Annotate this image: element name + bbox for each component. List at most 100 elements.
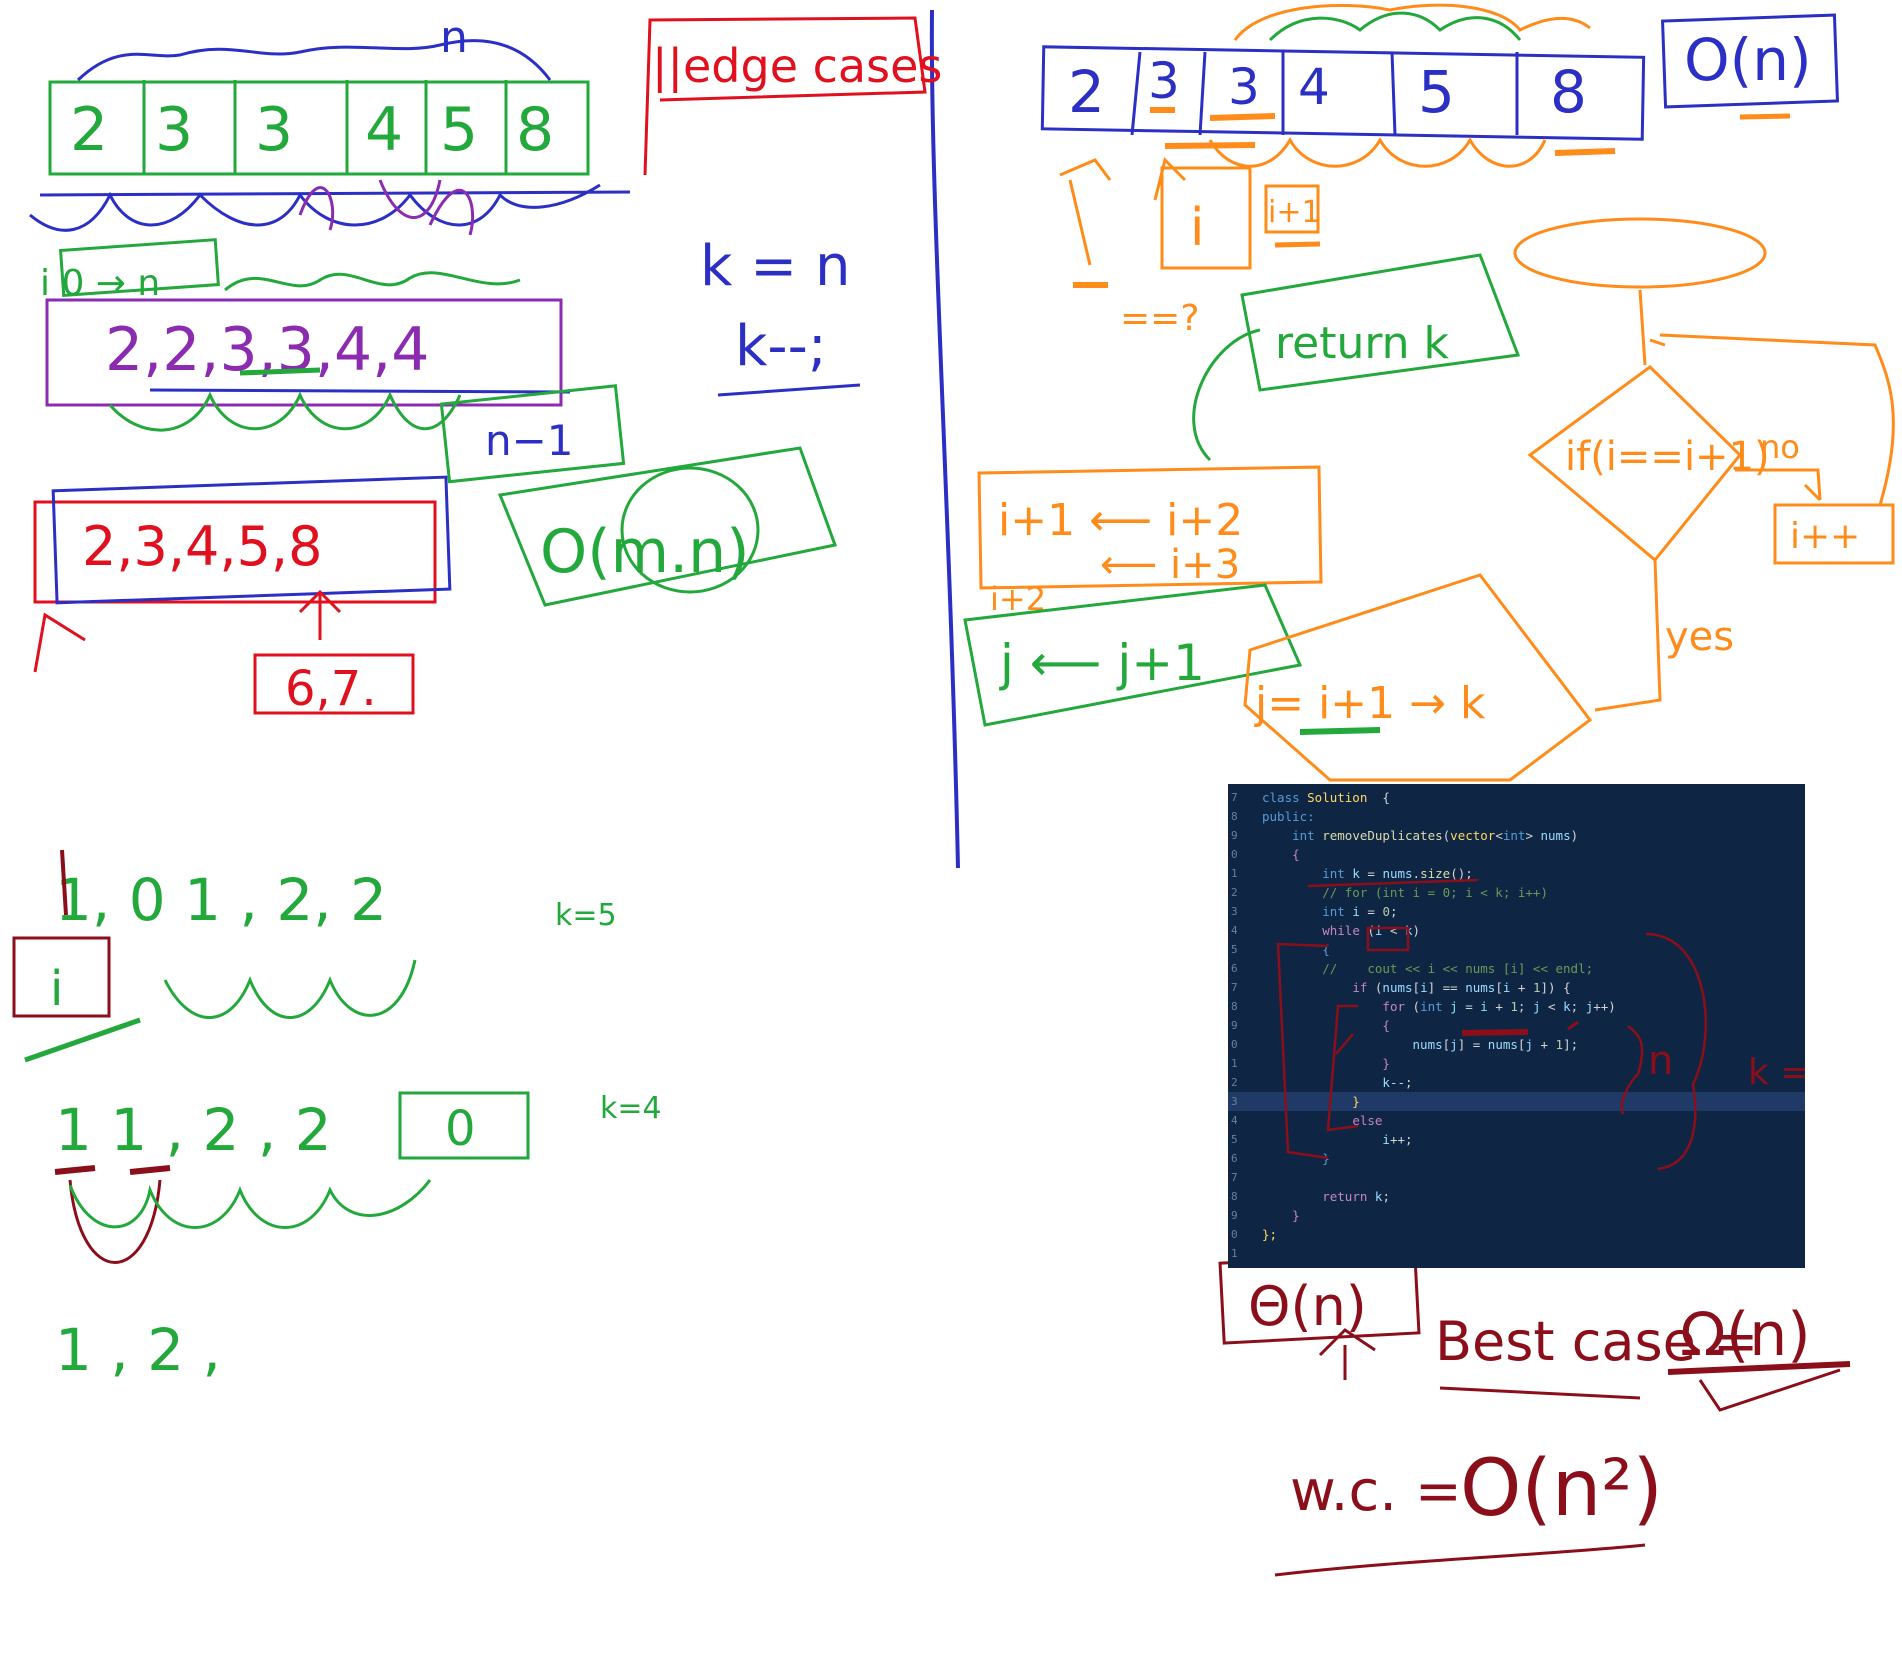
cell-4: 5 (440, 95, 478, 165)
code-line: 5 i++; (1228, 1130, 1805, 1149)
code-line: 7 class Solution { (1228, 788, 1805, 807)
k-eq-n: k = n (700, 234, 850, 299)
line-number: 4 (1231, 1114, 1238, 1127)
dup-array-text: 2,2,3,3,4,4 (105, 315, 429, 385)
code-line: 1 } (1228, 1054, 1805, 1073)
cell-1: 3 (155, 95, 193, 165)
code-line: 0}; (1228, 1225, 1805, 1244)
line-number: 3 (1231, 905, 1238, 918)
k-dec: k--; (735, 314, 827, 379)
shift-box: i+1 ⟵ i+2 ⟵ i+3 i+2 (977, 465, 1323, 618)
bottom-left: 1, 0 1 , 2, 2 k=5 i 1 1 , 2 , 2 0 k=4 1 … (12, 849, 662, 1384)
line-number: 1 (1231, 1247, 1238, 1260)
code-text: // cout << i << nums [i] << endl; (1262, 961, 1594, 976)
code-text: class Solution { (1262, 790, 1390, 805)
code-line: 9 { (1228, 1016, 1805, 1035)
line-number: 2 (1231, 1076, 1238, 1089)
best-case: Best case = (1435, 1310, 1758, 1373)
top-left-array: n 2 3 3 4 5 8 (29, 12, 631, 236)
zero-box: 0 (445, 1101, 476, 1157)
code-text: int removeDuplicates(vector<int> nums) (1292, 828, 1579, 843)
r-cell-0: 2 (1068, 58, 1105, 126)
complexity-on: O(n) (1661, 13, 1839, 120)
code-text: nums[j] = nums[j + 1]; (1412, 1037, 1579, 1052)
code-text: int i = 0; (1322, 904, 1398, 919)
line-number: 7 (1231, 1171, 1238, 1184)
k-notes: k = n k--; (700, 234, 861, 397)
code-text: while (i < k) (1322, 923, 1421, 938)
r-cell-5: 8 (1550, 58, 1587, 126)
j-box: j ⟵ j+1 j= i+1 → k (963, 573, 1593, 782)
code-text: } (1262, 1151, 1330, 1166)
code-text: i++; (1382, 1132, 1413, 1147)
missing-values: 6,7. (285, 661, 377, 717)
code-line: 1 int k = nums.size(); (1228, 864, 1805, 883)
code-text: } (1262, 1094, 1360, 1109)
inc-label: i++ (1790, 516, 1860, 557)
code-line: 8 return k; (1228, 1187, 1805, 1206)
code-line: 9 } (1228, 1206, 1805, 1225)
n-minus-1: n−1 (485, 416, 574, 465)
code-text: } (1262, 1056, 1390, 1071)
r-cell-3: 4 (1298, 58, 1330, 116)
code-line: 0 nums[j] = nums[j + 1]; (1228, 1035, 1805, 1054)
code-line: 9 int removeDuplicates(vector<int> nums) (1228, 826, 1805, 845)
pointer-i1: i+1 (1268, 195, 1321, 230)
theta-label: Θ(n) (1248, 1275, 1367, 1338)
line-number: 8 (1231, 1190, 1238, 1203)
bottom-right: Θ(n) Best case = Ω(n) w.c. = O(n²) (1218, 1251, 1851, 1577)
shift-1: i+1 ⟵ i+2 (998, 495, 1243, 546)
row2: 1 1 , 2 , 2 (55, 1096, 332, 1164)
code-line: 1 (1228, 1244, 1805, 1263)
return-k-text: return k (1275, 318, 1450, 369)
k5: k=5 (555, 898, 617, 933)
code-text: // for (int i = 0; i < k; i++) (1262, 885, 1548, 900)
array-box (48, 80, 590, 176)
worst-rhs: O(n²) (1460, 1444, 1663, 1534)
omega: Ω(n) (1680, 1300, 1811, 1370)
start-oval (1513, 217, 1767, 289)
code-line: 3 int i = 0; (1228, 902, 1805, 921)
line-number: 1 (1231, 1057, 1238, 1070)
code-text: { (1262, 847, 1300, 862)
cell-0: 2 (70, 95, 108, 165)
decision-text: if(i==i+1) (1565, 434, 1770, 480)
i-box-label: i (50, 961, 63, 1017)
shift-2: ⟵ i+3 (1100, 542, 1240, 588)
r-cell-1: 3 (1148, 52, 1180, 110)
code-line: 2 // for (int i = 0; i < k; i++) (1228, 883, 1805, 902)
no-label: no (1760, 428, 1800, 466)
dup-array: 2,2,3,3,4,4 n−1 (45, 298, 626, 484)
pointers: i i+1 ==? (1059, 157, 1321, 339)
divider-line (929, 9, 960, 869)
r-cell-4: 5 (1418, 58, 1455, 126)
r-cell-2: 3 (1228, 58, 1260, 116)
brace-top (76, 39, 552, 82)
line-number: 0 (1231, 848, 1238, 861)
cell-2: 3 (255, 95, 293, 165)
code-line: 7 if (nums[i] == nums[i + 1]) { (1228, 978, 1805, 997)
eq-question: ==? (1120, 298, 1199, 339)
i-range: i 0 → n (40, 238, 521, 304)
result-array: 2,3,4,5,8 6,7. (33, 475, 452, 717)
row3: 1 , 2 , (55, 1316, 221, 1384)
code-text: k--; (1382, 1075, 1413, 1090)
pointer-i: i (1190, 198, 1204, 258)
code-line: 6 } (1228, 1149, 1805, 1168)
edge-cases-text: ||edge cases (652, 39, 942, 94)
edge-cases: ||edge cases (643, 16, 942, 176)
line-number: 2 (1231, 886, 1238, 899)
code-line: 8 for (int j = i + 1; j < k; j++) (1228, 997, 1805, 1016)
code-text: public: (1262, 809, 1315, 824)
complexity-mn: O(m.n) (497, 446, 837, 607)
code-line: 0 { (1228, 845, 1805, 864)
code-text: else (1352, 1113, 1383, 1128)
complexity-on-text: O(n) (1684, 26, 1812, 94)
line-number: 5 (1231, 1133, 1238, 1146)
complexity-mn-text: O(m.n) (540, 517, 750, 587)
line-number: 7 (1231, 791, 1238, 804)
code-text: return k; (1322, 1189, 1390, 1204)
code-line: 2 k--; (1228, 1073, 1805, 1092)
